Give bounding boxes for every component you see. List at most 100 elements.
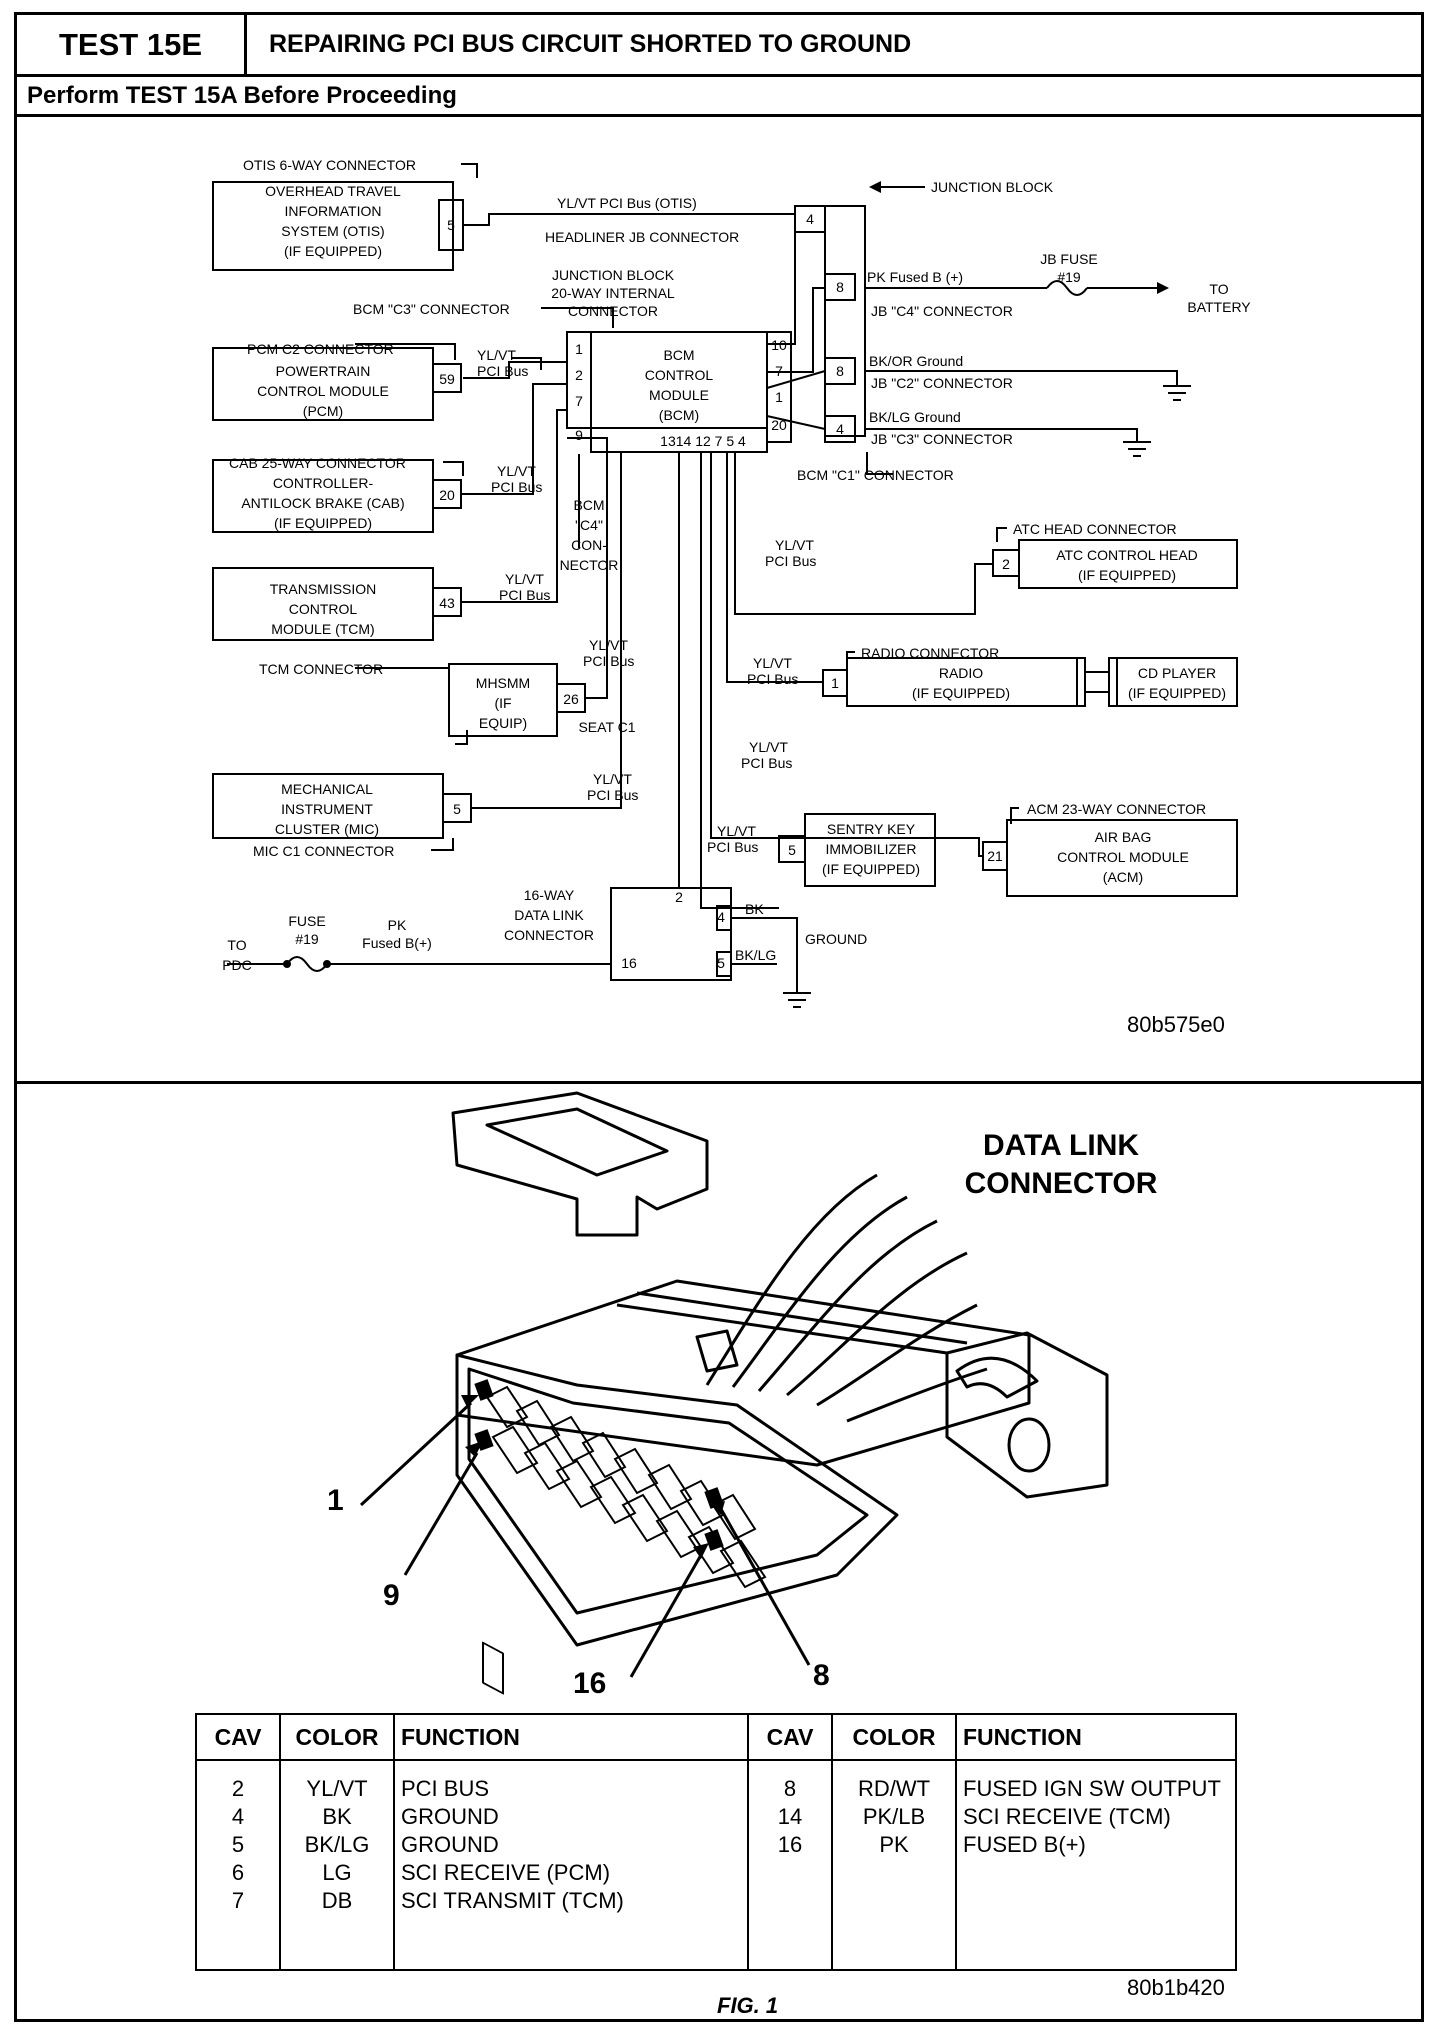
mic-label-1: MECHANICAL xyxy=(281,781,373,797)
otis-label-1: OVERHEAD TRAVEL xyxy=(265,183,401,199)
section-divider xyxy=(17,1081,1421,1084)
pcm-label-1: POWERTRAIN xyxy=(276,363,371,379)
jb-pin-4: 4 xyxy=(806,211,814,227)
dlc-title-2: CONNECTOR xyxy=(965,1167,1158,1200)
fuse-label: FUSE xyxy=(288,913,325,929)
acm-connector-label: ACM 23-WAY CONNECTOR xyxy=(1027,801,1206,817)
left-color-column: YL/VT BK BK/LG LG DB xyxy=(279,1760,395,1970)
dlc-pin-16: 16 xyxy=(621,955,637,971)
table-cell: 14 xyxy=(777,1804,803,1829)
dlc-pin-2: 2 xyxy=(675,889,683,905)
cab-label-1: CONTROLLER- xyxy=(273,475,374,491)
mh-wire-2: PCI Bus xyxy=(583,653,634,669)
connector-code: 80b1b420 xyxy=(1127,1975,1225,2000)
left-function-column: PCI BUS GROUND GROUND SCI RECEIVE (PCM) … xyxy=(393,1760,749,1970)
pcm-label-2: CONTROL MODULE xyxy=(257,383,389,399)
tcm-wire-2: PCI Bus xyxy=(499,587,550,603)
otis-wire-label: YL/VT PCI Bus (OTIS) xyxy=(557,195,697,211)
table-cell: 7 xyxy=(231,1888,245,1913)
pcm-pin: 59 xyxy=(439,371,455,387)
skim-wire-2: PCI Bus xyxy=(707,839,758,855)
test-header: TEST 15E REPAIRING PCI BUS CIRCUIT SHORT… xyxy=(17,15,1421,77)
jb-fuse-number: #19 xyxy=(1057,269,1081,285)
dlc-pin-5: 5 xyxy=(717,955,725,971)
atc-label-1: ATC CONTROL HEAD xyxy=(1056,547,1198,563)
jb20-label-2: 20-WAY INTERNAL xyxy=(551,285,675,301)
test-subtitle: Perform TEST 15A Before Proceeding xyxy=(17,77,1421,117)
jb-pin-8a: 8 xyxy=(836,279,844,295)
test-title: REPAIRING PCI BUS CIRCUIT SHORTED TO GRO… xyxy=(269,30,912,58)
tcm-connector-label: TCM CONNECTOR xyxy=(259,661,383,677)
c4-label-3: CON- xyxy=(571,537,607,553)
mhsmm-pin: 26 xyxy=(563,691,579,707)
jb20-label-1: JUNCTION BLOCK xyxy=(552,267,675,283)
header-function: FUNCTION xyxy=(393,1713,749,1761)
callout-16: 16 xyxy=(573,1667,606,1695)
junction-block-label: JUNCTION BLOCK xyxy=(931,179,1054,195)
left-cav-column: 2 4 5 6 7 xyxy=(195,1760,281,1970)
c4-label-2: "C4" xyxy=(575,517,603,533)
cab-label-3: (IF EQUIPPED) xyxy=(274,515,372,531)
cavity-table: CAV COLOR FUNCTION CAV COLOR FUNCTION 2 … xyxy=(195,1713,1237,1971)
jb-pin-8b: 8 xyxy=(836,363,844,379)
header-color: COLOR xyxy=(279,1713,395,1761)
bcm-pin-2: 2 xyxy=(575,367,583,383)
table-cell: YL/VT xyxy=(306,1776,368,1801)
radio-wire-2: PCI Bus xyxy=(747,671,798,687)
otis-connector-label: OTIS 6-WAY CONNECTOR xyxy=(243,157,416,173)
acm-label-2: CONTROL MODULE xyxy=(1057,849,1189,865)
pk-label: PK xyxy=(388,917,407,933)
skim-pin: 5 xyxy=(788,842,796,858)
header-function-2: FUNCTION xyxy=(955,1713,1237,1761)
table-cell: BK/LG xyxy=(304,1832,370,1857)
bcm-pin-7r: 7 xyxy=(775,363,783,379)
mic-pin: 5 xyxy=(453,801,461,817)
to-battery-2: BATTERY xyxy=(1187,299,1251,315)
bcm-label-1: BCM xyxy=(663,347,694,363)
callout-8: 8 xyxy=(813,1659,830,1692)
bcm-c3-label: BCM "C3" CONNECTOR xyxy=(353,301,510,317)
pcm-label-3: (PCM) xyxy=(303,403,343,419)
dlc-title-1: DATA LINK xyxy=(983,1129,1139,1162)
table-cell: 2 xyxy=(231,1776,245,1801)
mhsmm-label-2: (IF xyxy=(494,695,511,711)
test-id: TEST 15E xyxy=(17,15,247,74)
pci-bus-schematic: OVERHEAD TRAVEL INFORMATION SYSTEM (OTIS… xyxy=(212,157,1251,1008)
jb-c3-label: JB "C3" CONNECTOR xyxy=(871,431,1013,447)
mic-connector-label: MIC C1 CONNECTOR xyxy=(253,843,394,859)
c4-label-4: NECTOR xyxy=(560,557,619,573)
table-cell: LG xyxy=(322,1860,352,1885)
table-cell: DB xyxy=(321,1888,353,1913)
callout-9: 9 xyxy=(383,1579,400,1612)
table-cell: 8 xyxy=(783,1776,797,1801)
radio-label-2: (IF EQUIPPED) xyxy=(912,685,1010,701)
radio-wire-1: YL/VT xyxy=(753,655,792,671)
callout-1: 1 xyxy=(327,1484,344,1517)
tcm-label-3: MODULE (TCM) xyxy=(271,621,374,637)
table-cell: GROUND xyxy=(401,1832,499,1857)
table-cell: 6 xyxy=(231,1860,245,1885)
table-header-row: CAV COLOR FUNCTION CAV COLOR FUNCTION xyxy=(195,1713,1237,1761)
table-cell: RD/WT xyxy=(857,1776,931,1801)
right-function-column: FUSED IGN SW OUTPUT SCI RECEIVE (TCM) FU… xyxy=(955,1760,1237,1970)
table-cell: 4 xyxy=(231,1804,245,1829)
skim-label-2: IMMOBILIZER xyxy=(825,841,916,857)
bcm-label-2: CONTROL xyxy=(645,367,714,383)
header-cav: CAV xyxy=(195,1713,281,1761)
dlc-bk: BK xyxy=(745,901,764,917)
cab-wire-1: YL/VT xyxy=(497,463,536,479)
acm-pin: 21 xyxy=(987,848,1003,864)
jb-c2-label: JB "C2" CONNECTOR xyxy=(871,375,1013,391)
jb-c4-label: JB "C4" CONNECTOR xyxy=(871,303,1013,319)
jb20-label-3: CONNECTOR xyxy=(568,303,658,319)
otis-label-2: INFORMATION xyxy=(285,203,382,219)
radio-connector-label: RADIO CONNECTOR xyxy=(861,645,999,661)
table-body-row: 2 4 5 6 7 YL/VT BK BK/LG LG DB PCI BUS G… xyxy=(195,1760,1237,1970)
bk-or-label: BK/OR Ground xyxy=(869,353,963,369)
otis-label-4: (IF EQUIPPED) xyxy=(284,243,382,259)
atc-wire-2: PCI Bus xyxy=(765,553,816,569)
figure-caption: FIG. 1 xyxy=(717,1993,779,2018)
jb-pin-4b: 4 xyxy=(836,421,844,437)
mh-wire-1: YL/VT xyxy=(589,637,628,653)
skim-wire-1: YL/VT xyxy=(717,823,756,839)
